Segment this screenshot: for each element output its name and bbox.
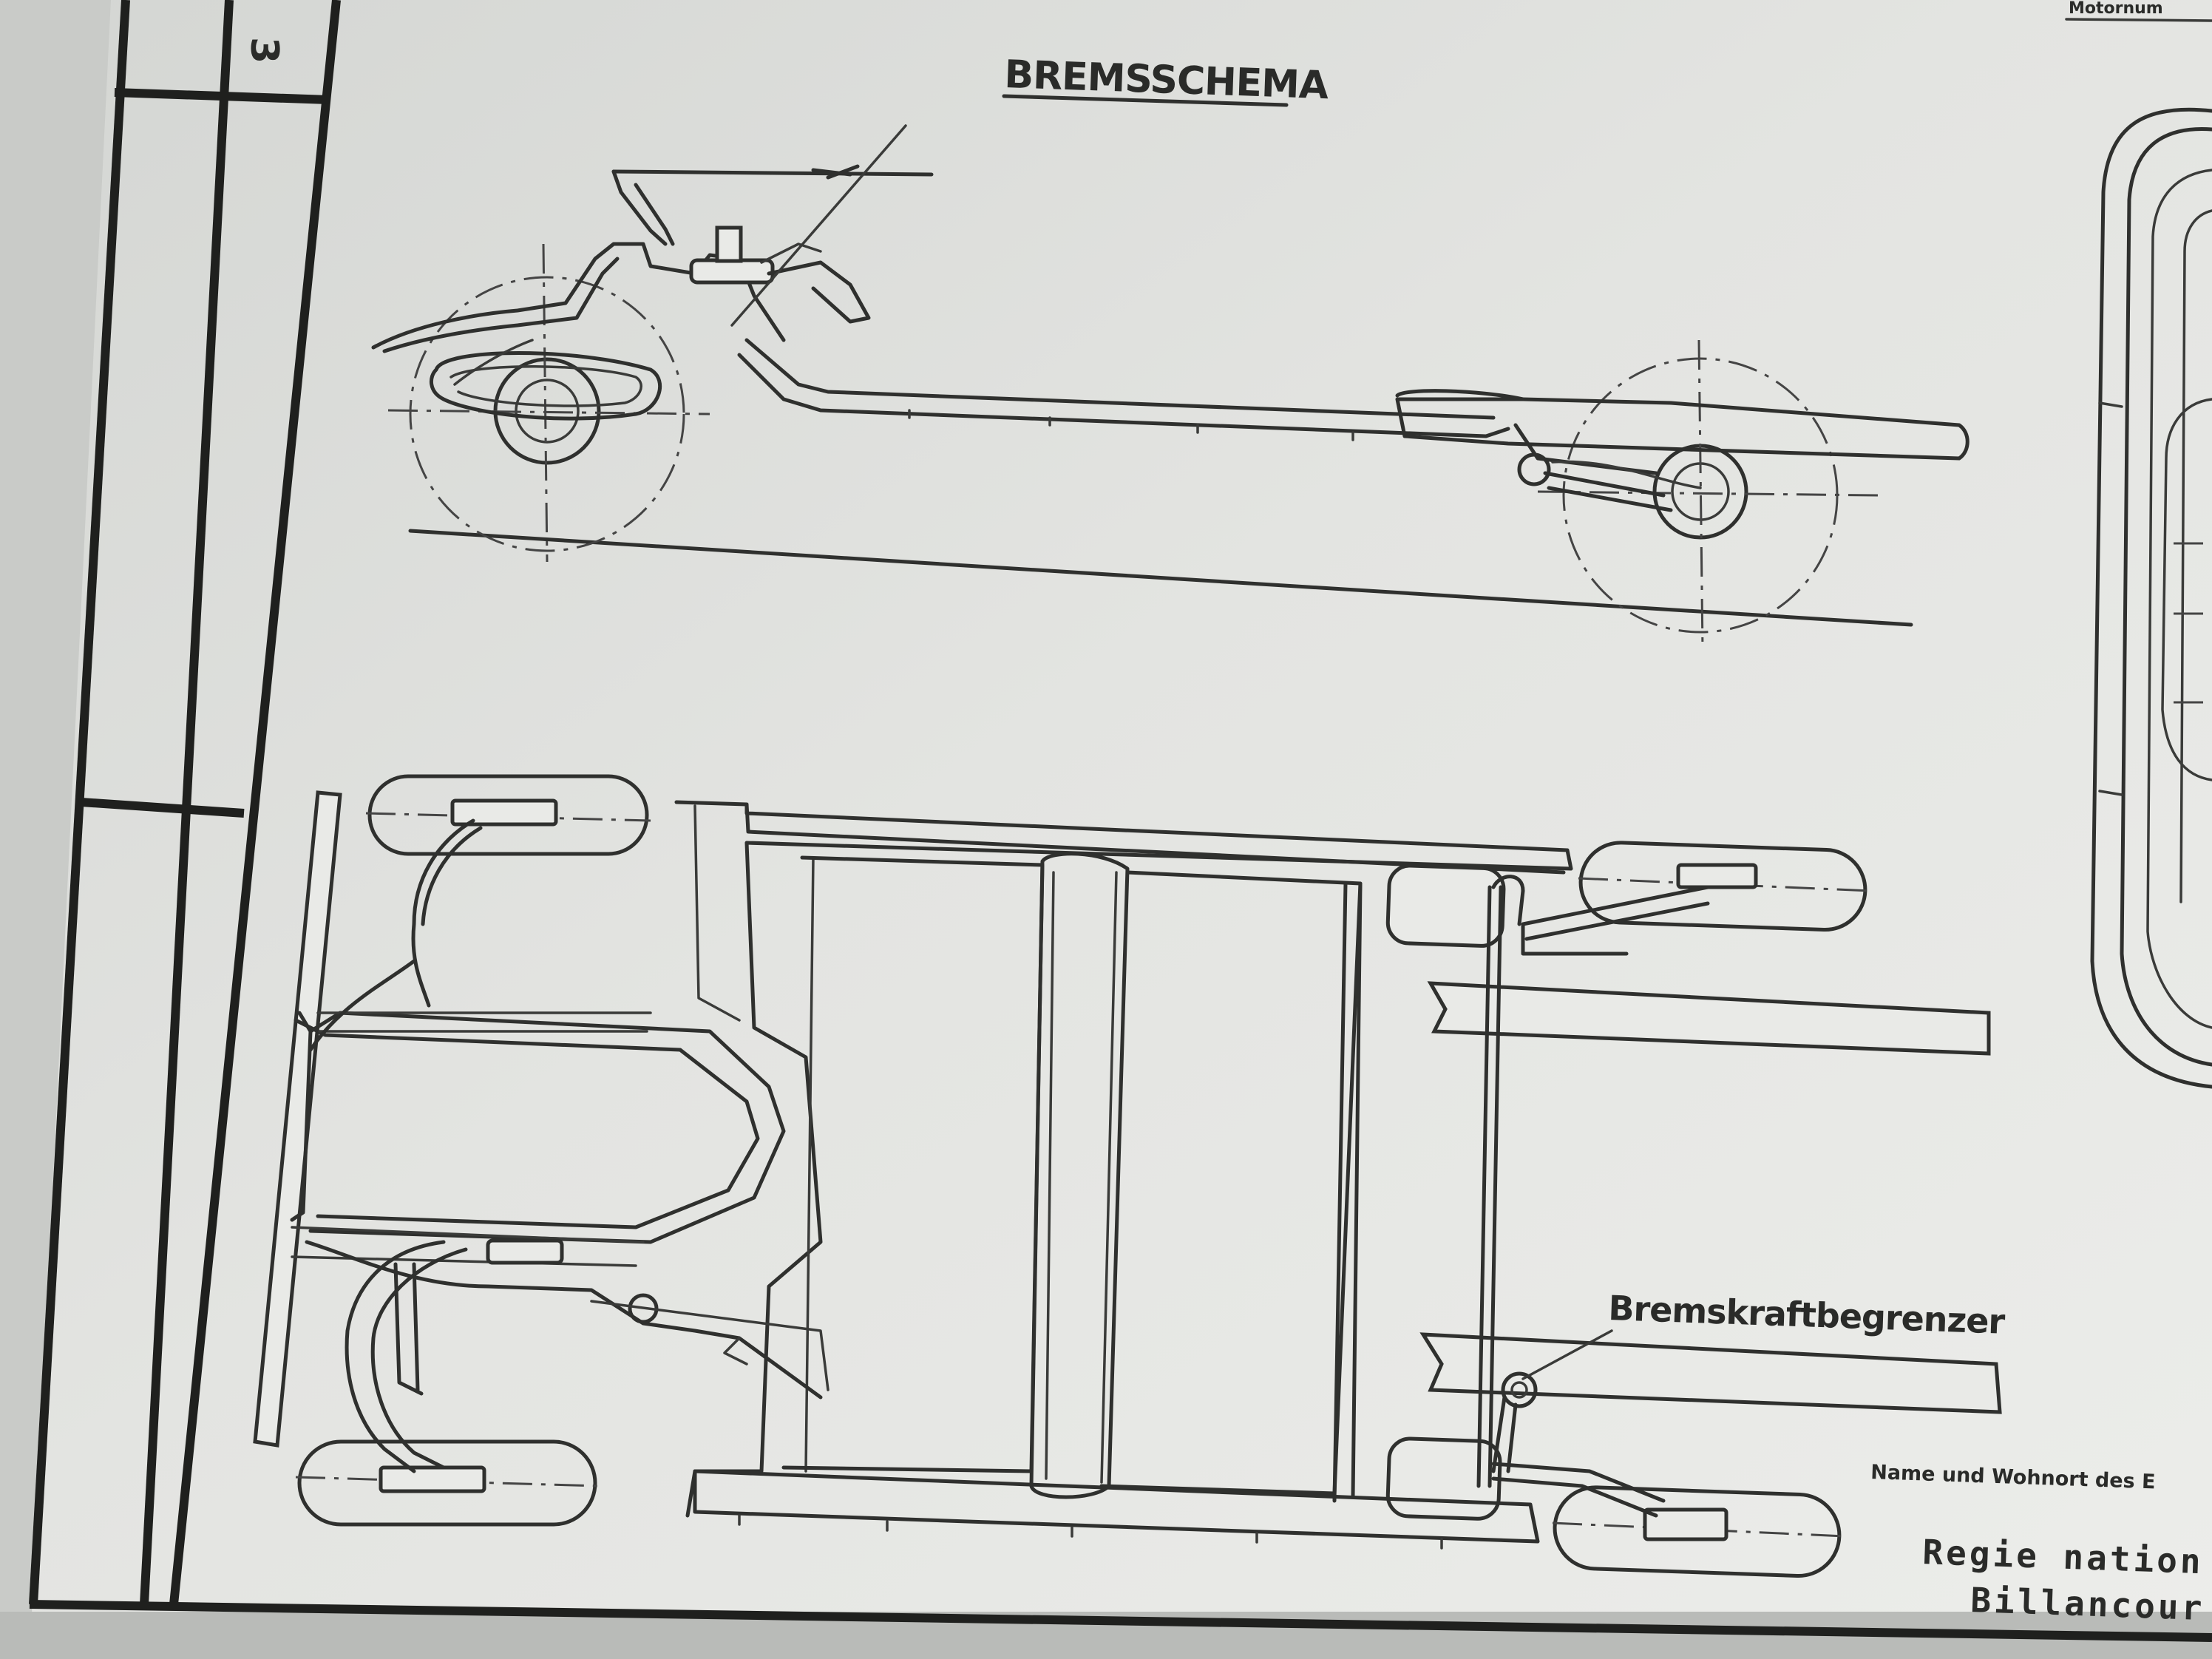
margin-numeral: 3 [242,37,286,63]
front-cross-bar [253,790,342,1448]
brake-force-limiter [1501,1371,1538,1408]
left-margin-frame [29,0,2212,1642]
rear-wheel-side [1537,339,1879,651]
ground-line [408,529,1913,627]
rear-trailing-arm-upper [1427,981,1991,1056]
title-underline [1002,94,1289,107]
limiter-leader-line [1521,1329,1613,1380]
corner-label-underline [2065,18,2212,22]
right-partial-car-view [2090,107,2212,1089]
front-left-wheel-plan [365,774,651,856]
front-right-wheel-plan [295,1439,600,1527]
front-wheel-side [387,243,710,563]
company-line-2: Billancour [1970,1580,2206,1628]
company-line-1: Regie nation [1922,1532,2205,1581]
corner-label: Motornum [2069,0,2163,18]
rear-right-wheel-plan [1491,1462,1845,1578]
side-view [371,124,1970,651]
rear-left-wheel-plan [1521,841,1871,956]
